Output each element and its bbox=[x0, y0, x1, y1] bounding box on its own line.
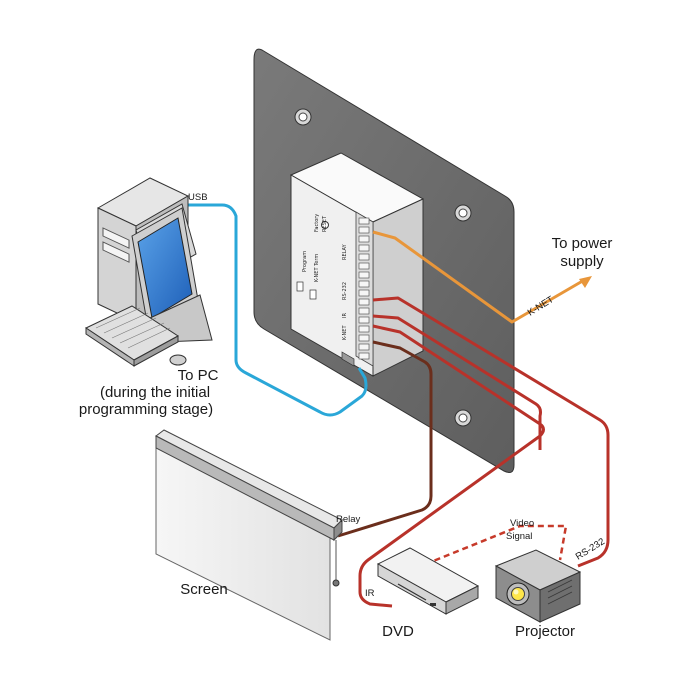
terminal-screw bbox=[358, 226, 370, 234]
terminal-screw bbox=[358, 235, 370, 243]
program-label: Program bbox=[302, 251, 308, 272]
mounting-screw bbox=[294, 108, 312, 126]
terminal-screw bbox=[358, 334, 370, 342]
to-pc-label-line1: To PC bbox=[178, 367, 219, 384]
terminal-screw bbox=[358, 217, 370, 225]
knet-cable bbox=[372, 230, 587, 324]
pc bbox=[84, 177, 213, 367]
knet-arrowhead bbox=[579, 276, 592, 288]
terminal-screw bbox=[358, 244, 370, 252]
terminal-screw bbox=[358, 325, 370, 333]
terminal-screw bbox=[358, 253, 370, 261]
knet-port-label: K-NET bbox=[342, 325, 348, 340]
video-signal-label-line2: Signal bbox=[506, 531, 532, 542]
mounting-screw bbox=[454, 204, 472, 222]
projector-label: Projector bbox=[515, 623, 575, 640]
to-power-label-line1: To power bbox=[552, 235, 613, 252]
relay-port-label: RELAY bbox=[342, 243, 348, 260]
factory-reset-button bbox=[321, 221, 329, 229]
factory-label: Factory bbox=[314, 214, 320, 232]
terminal-screw bbox=[358, 280, 370, 288]
reset-label: RESET bbox=[322, 215, 328, 232]
terminal-screw bbox=[358, 271, 370, 279]
keyboard bbox=[84, 305, 179, 367]
to-power-label-line2: supply bbox=[560, 253, 604, 270]
projection-screen bbox=[155, 429, 343, 641]
usb-cable bbox=[183, 203, 368, 417]
knet-term-label: K-NET Term bbox=[314, 254, 320, 282]
ir-cable-upper bbox=[372, 314, 542, 450]
dvd-player bbox=[376, 547, 480, 615]
ir-port-label: IR bbox=[342, 313, 348, 318]
to-pc-label-line3: programming stage) bbox=[79, 401, 213, 418]
ir-label: IR bbox=[365, 588, 375, 599]
relay-label: Relay bbox=[336, 514, 361, 525]
terminal-block bbox=[355, 211, 374, 367]
video-signal-line bbox=[415, 524, 568, 570]
terminal-screw bbox=[358, 343, 370, 351]
ir-cable bbox=[358, 324, 545, 608]
terminal-screw bbox=[358, 352, 370, 360]
control-module: Factory RESET Program K-NET Term RELAY R… bbox=[289, 152, 425, 377]
cables bbox=[183, 203, 610, 608]
screen-label: Screen bbox=[180, 581, 228, 598]
usb-port bbox=[341, 351, 355, 367]
relay-cable bbox=[337, 340, 433, 538]
to-pc-label-line2: (during the initial bbox=[100, 384, 210, 401]
dvd-label: DVD bbox=[382, 623, 414, 640]
terminal-screw bbox=[358, 316, 370, 324]
mouse bbox=[169, 354, 187, 366]
rs232-cable bbox=[372, 296, 610, 568]
knet-cable-label: K-NET bbox=[526, 294, 556, 319]
program-switch-icon bbox=[296, 281, 317, 300]
terminal-screw bbox=[358, 289, 370, 297]
terminal-screw bbox=[358, 298, 370, 306]
mounting-screw bbox=[454, 409, 472, 427]
rs232-cable-label: RS-232 bbox=[574, 536, 607, 562]
projector bbox=[494, 549, 582, 623]
rs232-port-label: RS-232 bbox=[342, 282, 348, 300]
terminal-screw bbox=[358, 307, 370, 315]
video-signal-label-line1: Video bbox=[510, 518, 534, 529]
usb-label: USB bbox=[188, 192, 208, 203]
terminal-screw bbox=[358, 262, 370, 270]
